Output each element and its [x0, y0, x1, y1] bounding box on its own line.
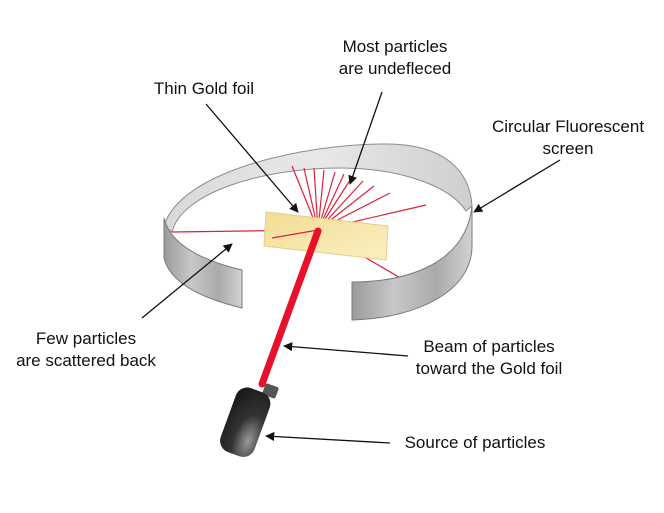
label-line: Beam of particles [423, 337, 555, 356]
label-line: toward the Gold foil [415, 359, 563, 378]
arrow-most-particles [348, 91, 383, 185]
label-line: Source of particles [404, 433, 546, 452]
arrow-beam [283, 342, 409, 357]
label-line: Thin Gold foil [153, 79, 255, 98]
arrow-circular-screen [473, 159, 561, 213]
screen-front-left-band [163, 217, 243, 309]
label-line: Circular Fluorescent [491, 117, 645, 136]
label-circular-screen: Circular Fluorescent screen [474, 116, 662, 160]
label-beam: Beam of particles toward the Gold foil [400, 336, 578, 380]
label-thin-gold-foil: Thin Gold foil [142, 78, 266, 100]
label-most-particles: Most particles are undefleced [318, 36, 472, 80]
foil-front-lines [271, 229, 319, 239]
label-line: screen [542, 139, 594, 158]
label-line: Most particles [342, 37, 448, 56]
screen-front-right-band [351, 205, 473, 321]
arrow-few-particles [141, 243, 233, 319]
gold-foil [263, 211, 389, 261]
label-line: Few particles [35, 329, 137, 348]
label-source: Source of particles [392, 432, 558, 454]
particle-beam [258, 227, 322, 388]
arrow-source [265, 431, 391, 444]
pointer-arrows [141, 91, 561, 444]
source-body [220, 387, 271, 457]
deflection-line [271, 229, 319, 239]
label-line: are undefleced [338, 59, 452, 78]
label-few-particles: Few particles are scattered back [6, 328, 166, 372]
label-line: are scattered back [16, 351, 156, 370]
arrow-thin-gold-foil [205, 103, 299, 213]
particle-source [220, 383, 279, 457]
